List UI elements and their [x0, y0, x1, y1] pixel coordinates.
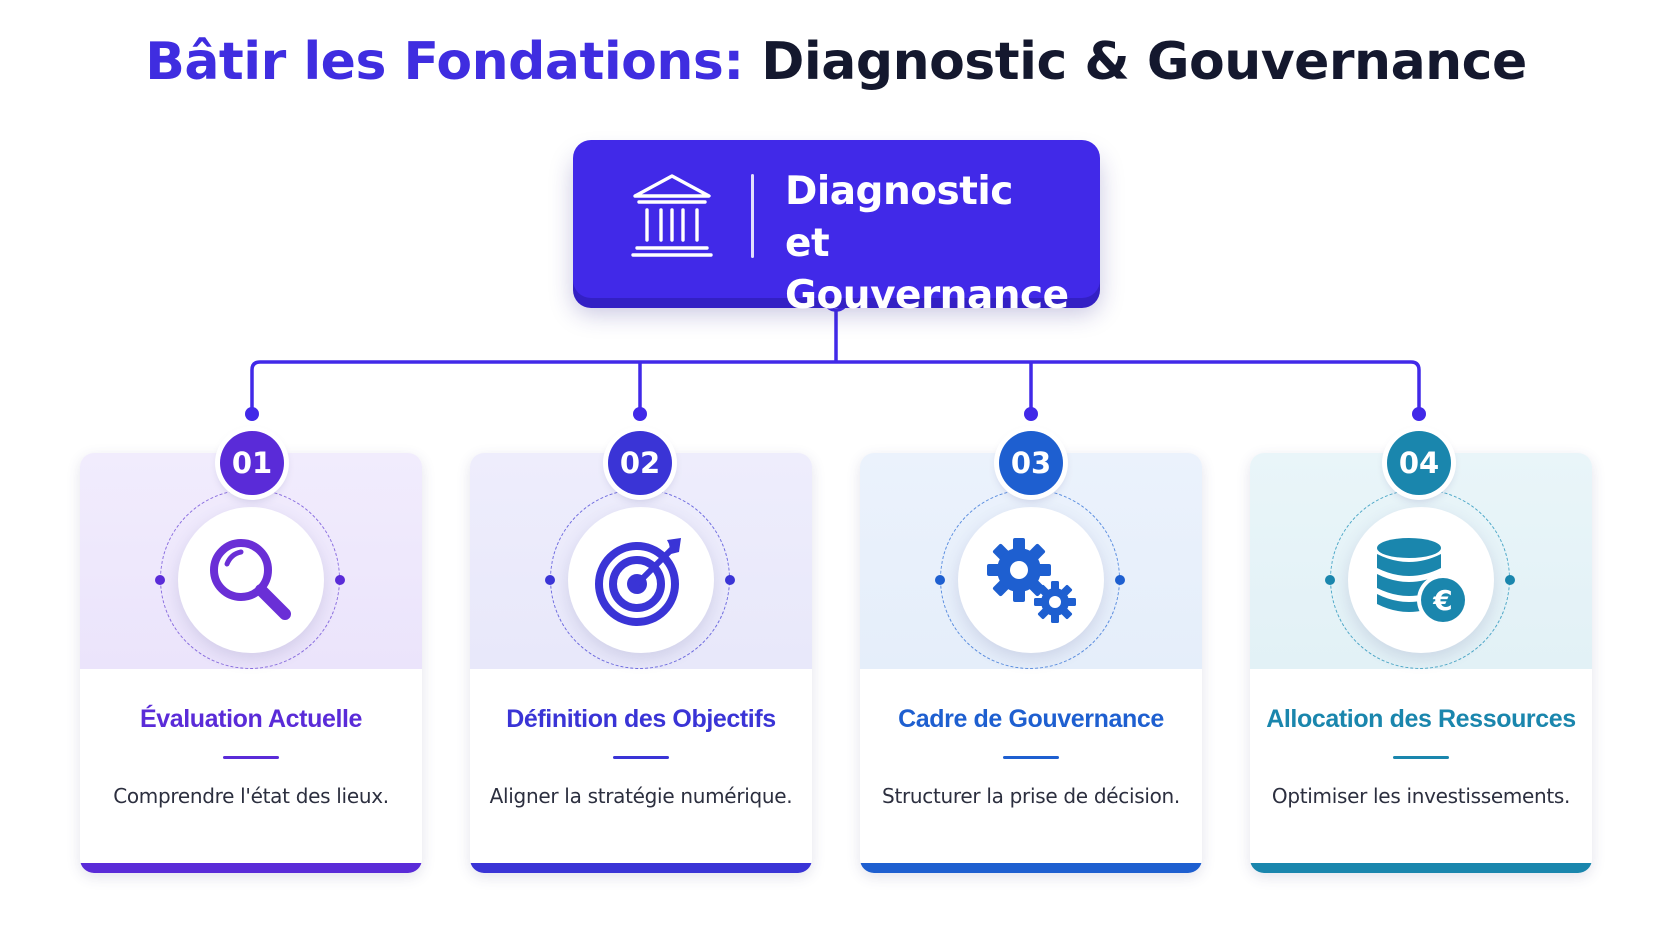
title-accent: Bâtir les Fondations:: [145, 32, 744, 92]
card-bottom-bar: [860, 863, 1202, 873]
hero-box: Diagnostic et Gouvernance: [573, 140, 1100, 318]
card-description: Structurer la prise de décision.: [882, 784, 1180, 808]
card-title: Évaluation Actuelle: [139, 705, 363, 733]
icon-disc: [958, 507, 1104, 653]
card-rule: [223, 756, 279, 759]
connector-bus: [250, 360, 1421, 414]
card-bottom-bar: [80, 863, 422, 873]
ring-dot: [1115, 575, 1125, 585]
ring-dot: [335, 575, 345, 585]
step-badge-04: 04: [1387, 431, 1451, 495]
card-description: Aligner la stratégie numérique.: [489, 784, 793, 808]
step-badge-03: 03: [999, 431, 1063, 495]
connector-dot-04: [1412, 407, 1426, 421]
svg-text:€: €: [1432, 584, 1452, 617]
card-title: Définition des Objectifs: [506, 705, 776, 733]
card-cadre-gouvernance: Cadre de Gouvernance Structurer la prise…: [860, 453, 1202, 873]
card-title: Allocation des Ressources: [1266, 705, 1576, 733]
hero-title-line-2: et Gouvernance: [785, 221, 1069, 318]
ring-dot: [1325, 575, 1335, 585]
step-badge-01: 01: [220, 431, 284, 495]
icon-disc: [568, 507, 714, 653]
card-title: Cadre de Gouvernance: [898, 705, 1164, 733]
target-icon: [595, 538, 681, 626]
card-evaluation-actuelle: Évaluation Actuelle Comprendre l'état de…: [80, 453, 422, 873]
bank-building-icon: [631, 174, 713, 257]
icon-disc: [178, 507, 324, 653]
card-rule: [1003, 756, 1059, 759]
ring-dot: [725, 575, 735, 585]
icon-disc: €: [1348, 507, 1494, 653]
ring-dot: [155, 575, 165, 585]
magnifier-icon: [210, 539, 291, 620]
hero-title-line-1: Diagnostic: [785, 169, 1013, 214]
card-definition-objectifs: Définition des Objectifs Aligner la stra…: [470, 453, 812, 873]
card-bottom-bar: [1250, 863, 1592, 873]
connector-dot-01: [245, 407, 259, 421]
ring-dot: [1505, 575, 1515, 585]
connector-dot-02: [633, 407, 647, 421]
card-description: Comprendre l'état des lieux.: [113, 784, 389, 808]
hero-title: Diagnostic et Gouvernance: [785, 166, 1100, 322]
ring-dot: [935, 575, 945, 585]
card-rule: [1393, 756, 1449, 759]
card-bottom-bar: [470, 863, 812, 873]
euro-database-icon: €: [1377, 538, 1469, 626]
step-badge-02: 02: [608, 431, 672, 495]
gears-icon: [987, 538, 1076, 623]
card-description: Optimiser les investissements.: [1271, 784, 1571, 808]
title-main: Diagnostic & Gouvernance: [761, 32, 1527, 92]
hero-divider: [751, 174, 754, 258]
card-rule: [613, 756, 669, 759]
card-allocation-ressources: € Allocation des Ressources Optimiser le…: [1250, 453, 1592, 873]
page-title: Bâtir les Fondations: Diagnostic & Gouve…: [0, 32, 1672, 92]
connector-dot-03: [1024, 407, 1038, 421]
ring-dot: [545, 575, 555, 585]
